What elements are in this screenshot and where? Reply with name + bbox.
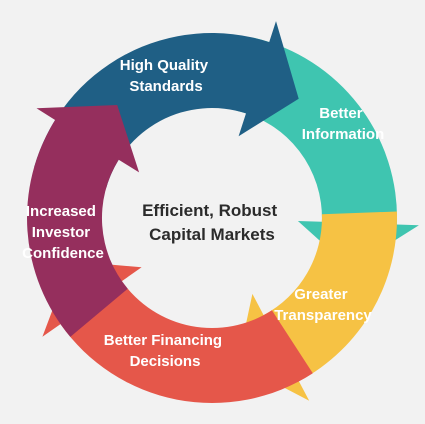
arrow-greater-transparency: Greater Transparency — [274, 286, 372, 324]
arrow-increased-investor-confidence: Increased Investor Confidence — [22, 203, 104, 262]
label-increased-investor-confidence-line-2: Investor — [32, 224, 91, 241]
arrow-high-quality-standards: High Quality Standards — [120, 57, 213, 95]
label-better-information-line-1: Better — [319, 105, 363, 122]
center-title-line-1: Efficient, Robust — [142, 201, 277, 220]
label-better-financing-decisions: Better Financing Decisions — [104, 332, 227, 370]
label-high-quality-standards: High Quality Standards — [120, 57, 213, 95]
arrow-better-financing-decisions: Better Financing Decisions — [104, 332, 227, 370]
arrow-better-information: Better Information — [302, 105, 385, 143]
center-title-line-2: Capital Markets — [149, 225, 275, 244]
label-better-financing-decisions-line-2: Decisions — [130, 353, 201, 370]
label-better-information-line-2: Information — [302, 126, 385, 143]
label-increased-investor-confidence-line-1: Increased — [26, 203, 96, 220]
arrow-shape-increased-investor-confidence — [27, 105, 140, 337]
label-increased-investor-confidence: Increased Investor Confidence — [22, 203, 104, 262]
label-high-quality-standards-line-1: High Quality — [120, 57, 209, 74]
cycle-arrows — [27, 21, 419, 404]
label-greater-transparency: Greater Transparency — [274, 286, 372, 324]
label-greater-transparency-line-1: Greater — [294, 286, 348, 303]
label-greater-transparency-line-2: Transparency — [274, 307, 372, 324]
label-better-information: Better Information — [302, 105, 385, 143]
label-high-quality-standards-line-2: Standards — [129, 78, 202, 95]
label-increased-investor-confidence-line-3: Confidence — [22, 245, 104, 262]
center-title: Efficient, Robust Capital Markets — [142, 201, 282, 244]
label-better-financing-decisions-line-1: Better Financing — [104, 332, 222, 349]
